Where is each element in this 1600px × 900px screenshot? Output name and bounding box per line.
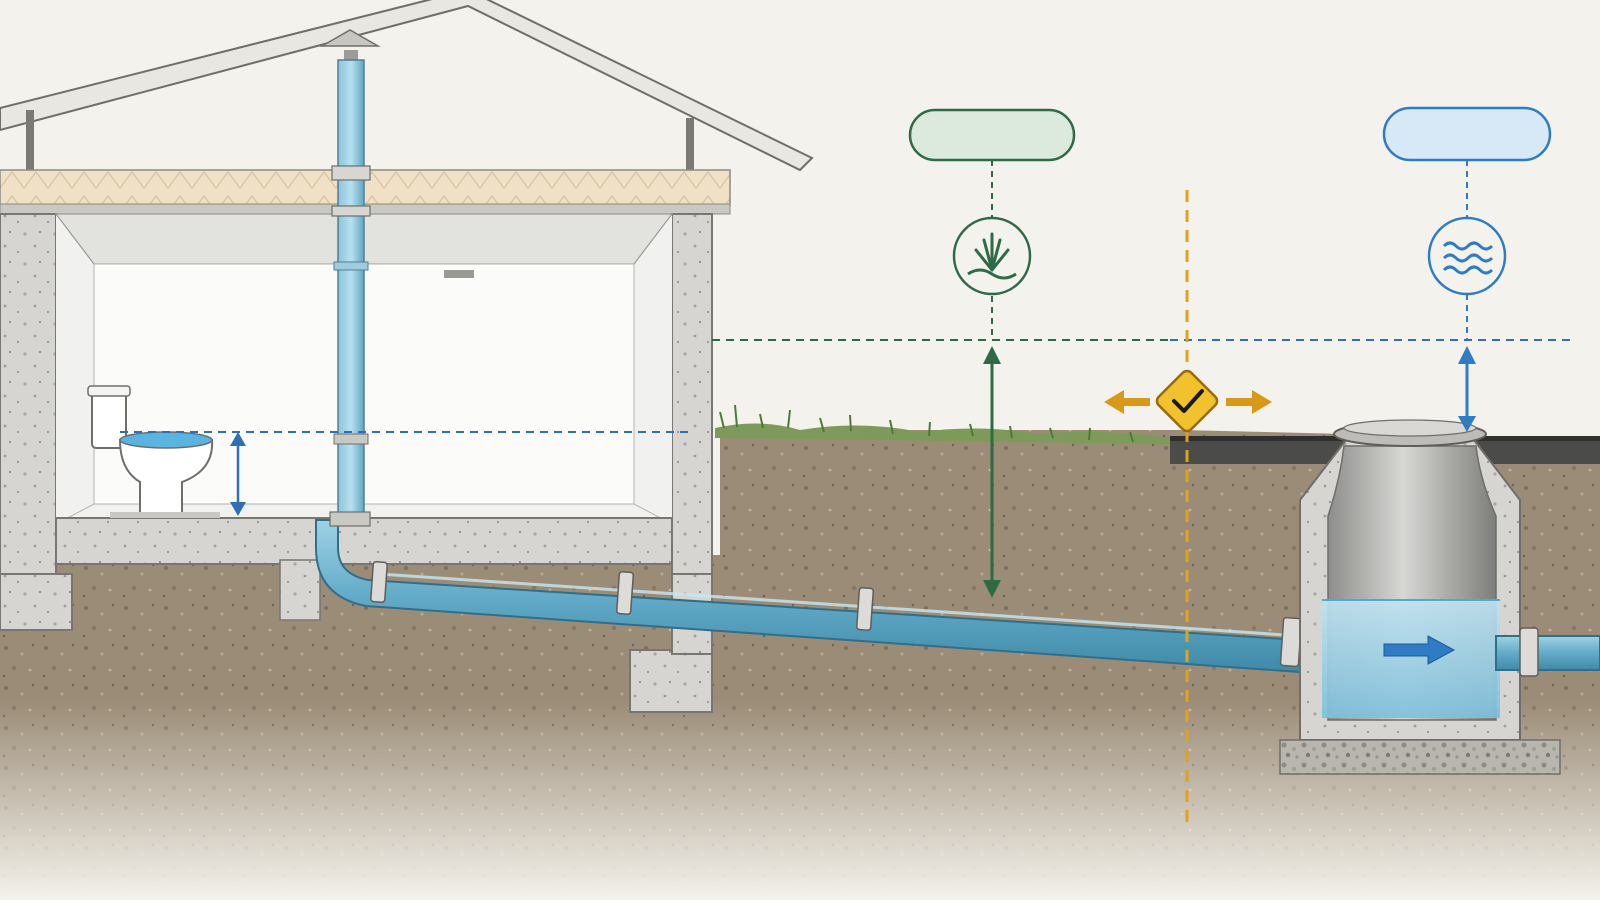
- house-walls: [0, 213, 713, 575]
- soil-ground: [0, 430, 1600, 900]
- floor-slab: [0, 517, 713, 713]
- house-roof: [0, 0, 814, 178]
- flow-direction-arrow: [1383, 635, 1456, 665]
- sewer-level-callout: [1382, 106, 1552, 432]
- sewer-lateral-pipe: [315, 511, 1303, 674]
- ground-callout-box: [908, 108, 1076, 162]
- checkmark-icon: [1155, 369, 1219, 433]
- sewer-callout-box: [1382, 106, 1552, 162]
- manhole-structure: [1279, 419, 1600, 775]
- water-waves-icon: [1427, 216, 1507, 296]
- fixture-level-marker: [120, 431, 690, 516]
- property-line-marker: [1104, 190, 1272, 830]
- vent-stack: [319, 29, 381, 521]
- toilet-fixture: [87, 385, 220, 518]
- ground-level-callout: [908, 108, 1076, 598]
- pipe-coupling: [370, 561, 1303, 668]
- grass-surface: [715, 404, 1170, 444]
